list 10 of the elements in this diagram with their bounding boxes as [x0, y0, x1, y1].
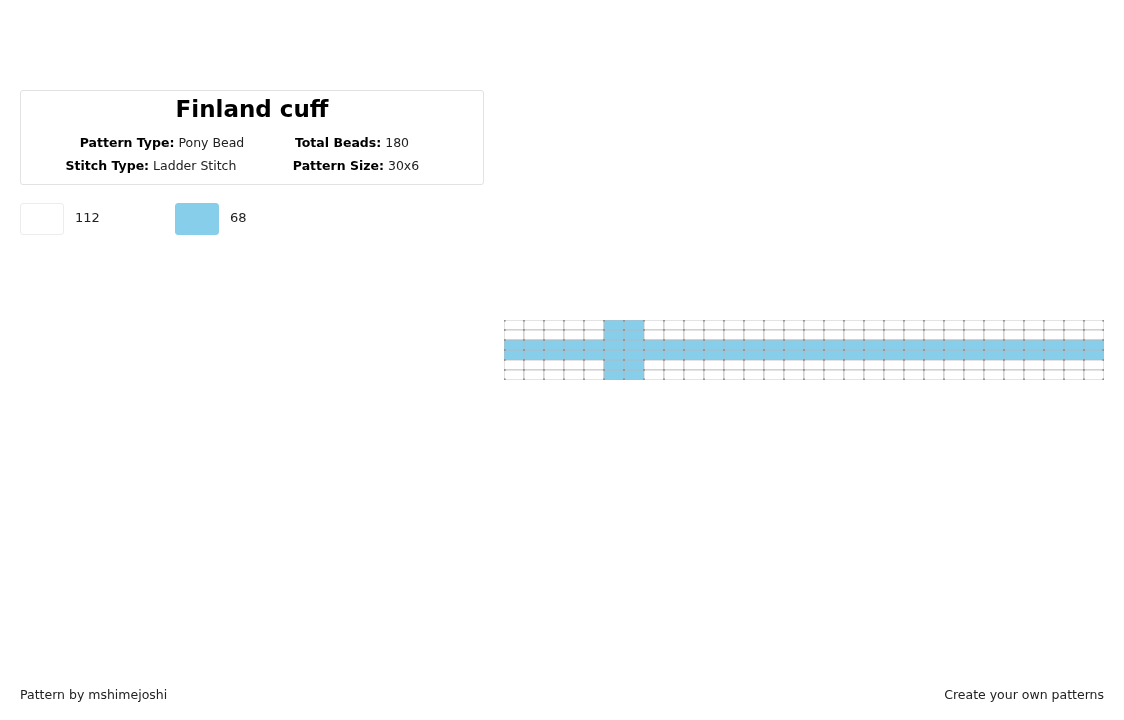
pattern-detail: Stitch Type: Ladder Stitch [65, 158, 237, 173]
pattern-detail: Pattern Size: 30x6 [292, 158, 420, 173]
bead-count: 112 [75, 210, 100, 225]
author-credit: Pattern by mshimejoshi [20, 687, 168, 702]
pattern-detail: Pattern Type: Pony Bead [79, 135, 245, 150]
pattern-info-card [20, 90, 484, 185]
pattern-title: Finland cuff [175, 96, 329, 122]
bead-count: 68 [230, 210, 247, 225]
footer-note: Create your own patterns [944, 687, 1104, 702]
pattern-detail: Total Beads: 180 [294, 135, 410, 150]
